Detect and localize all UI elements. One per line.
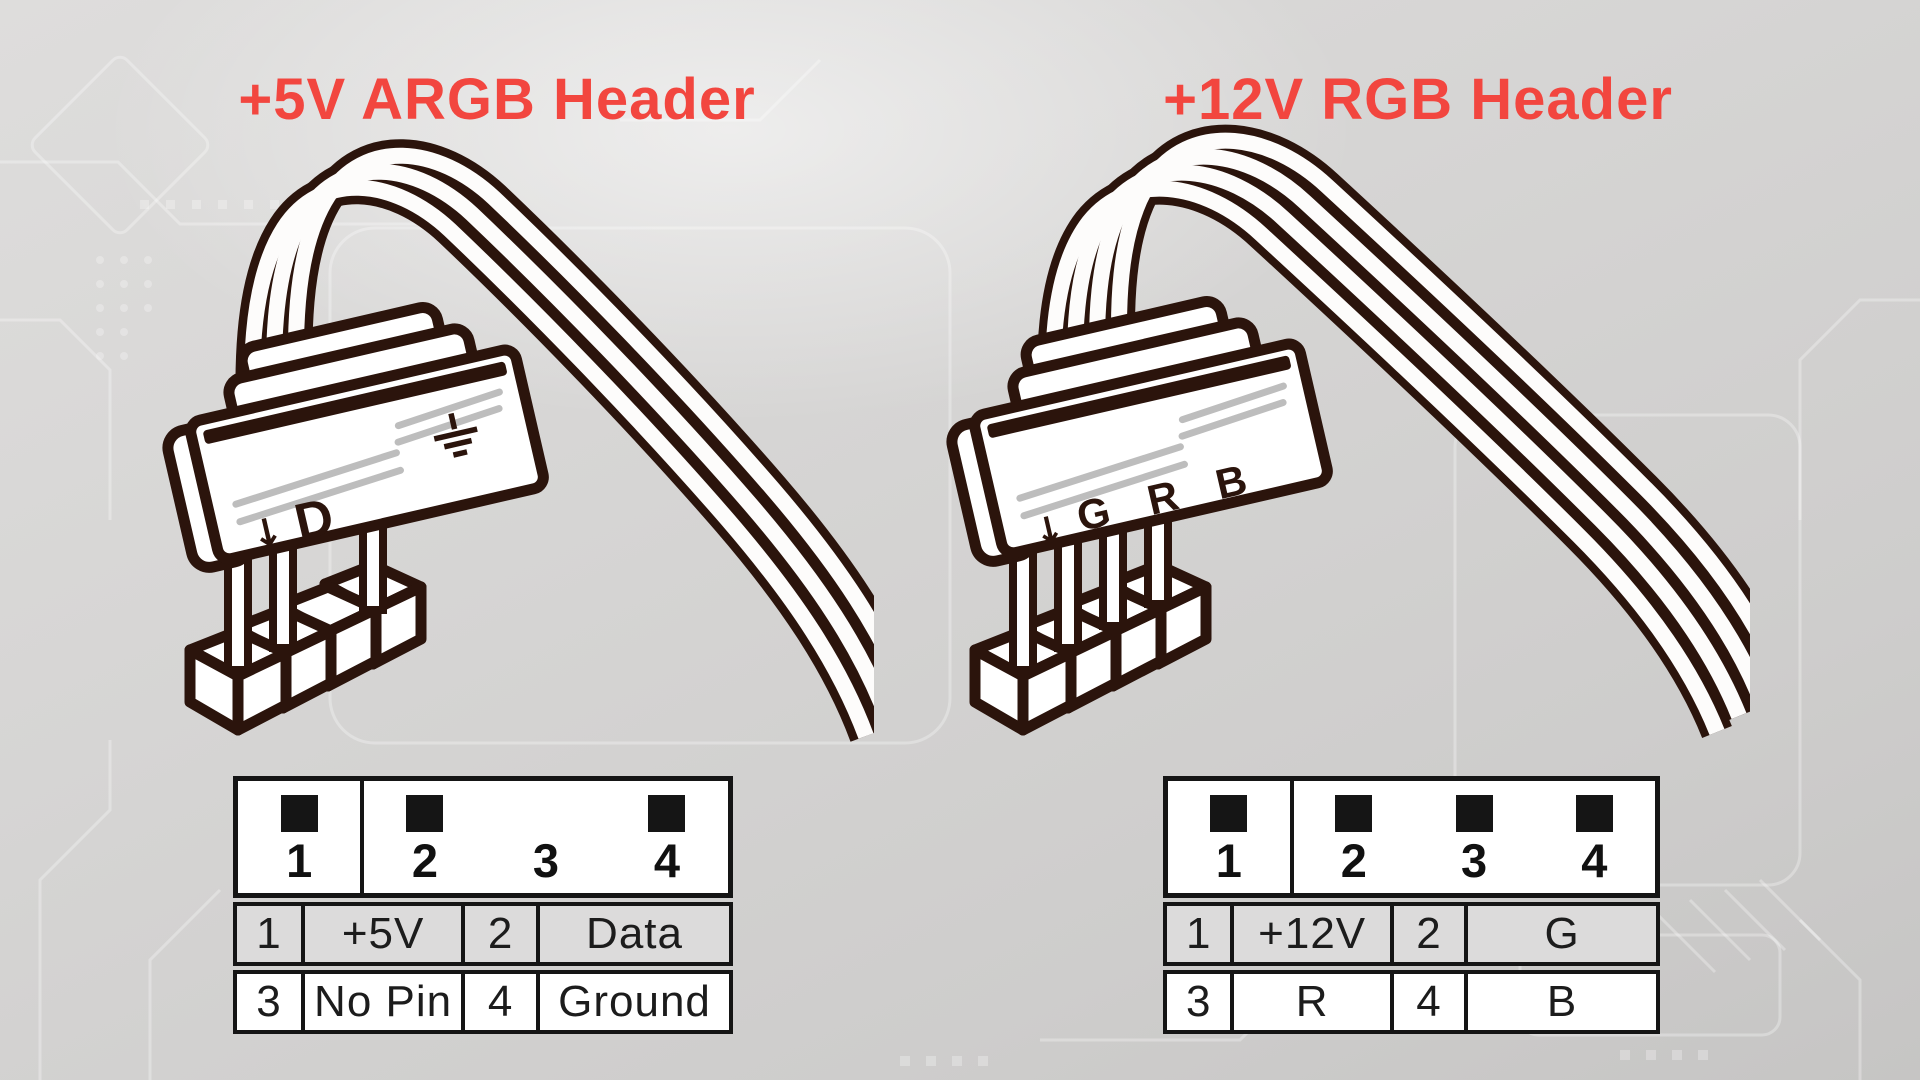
argb-cable [235,139,874,742]
pin-present-square [406,794,444,832]
pin-function-cell: +5V [304,906,466,962]
pin-function-cell: +12V [1234,906,1394,962]
pin-table-row: 1 +12V 2 G [1163,902,1660,966]
rgb-cable [1037,124,1750,738]
pin-position-2: 2 [364,781,485,893]
pin-present-square [1455,794,1493,832]
plug-top-band [203,361,507,444]
pin-position-2: 2 [1294,781,1414,893]
plug-face-stripes [1016,382,1287,520]
rgb-pin-diagram: 1 2 3 4 [1163,776,1660,898]
pin-number: 1 [286,833,313,887]
pin-id-cell: 2 [1393,906,1469,962]
argb-pinout-table: 1 2 3 4 1 +5V 2 Data 3 No Pin 4 [233,776,733,1034]
pin-table-row: 3 No Pin 4 Ground [233,970,733,1034]
pin-position-1: 1 [1168,781,1294,893]
pin-table-row: 3 R 4 B [1163,970,1660,1034]
pin-function-cell: R [1234,974,1394,1030]
pin-function-cell: B [1546,977,1578,1026]
argb-plug-body: ↓ D [162,302,549,573]
pin-function-cell: G [1468,906,1656,962]
pin-position-3: 3 [485,781,606,893]
pin-position-4: 4 [1534,781,1654,893]
pin-id-cell: 3 [237,974,305,1030]
pin-id-cell: 4 [465,974,541,1030]
pin-position-4: 4 [606,781,727,893]
pin-number: 1 [1215,833,1242,887]
argb-connector-illustration: ↓ D [162,139,874,742]
pin-function-cell: No Pin [305,974,466,1030]
pin-number: 3 [1460,833,1488,887]
plug-top-band [987,355,1291,438]
rgb-pinout-table: 1 2 3 4 1 +12V 2 G 3 R 4 B [1163,776,1660,1034]
pin-present-square [280,794,318,832]
plug-face-stripes [232,388,503,526]
ground-symbol-icon [433,412,478,458]
pin-id-cell: 3 [1167,974,1235,1030]
pin-position-3: 3 [1414,781,1534,893]
rgb-plug-body: ↓ G R B [946,296,1333,567]
pin-number: 4 [1581,833,1608,887]
pin-present-square [1575,794,1613,832]
pin-table-row: 1 +5V 2 Data [233,902,733,966]
argb-header-title: +5V ARGB Header [238,67,756,132]
pin-present-square [1210,794,1248,832]
pin-number: 4 [653,833,681,887]
rgb-header-title: +12V RGB Header [1163,67,1673,132]
pin-number: 3 [532,833,559,887]
rgb-connector-illustration: ↓ G R B [946,124,1750,738]
pin-id-cell: 1 [237,906,305,962]
pin-function-cell: Ground [558,977,711,1026]
argb-pins [224,514,387,674]
pin-id-cell: 2 [465,906,541,962]
pin-id-cell: 1 [1167,906,1235,962]
pin-function-cell: Data [540,906,729,962]
pin-present-square [1335,794,1373,832]
pin-number: 2 [411,833,438,887]
pin-position-1: 1 [238,781,365,893]
argb-pin-diagram: 1 2 3 4 [233,776,733,898]
pin-id-cell: 4 [1394,974,1469,1030]
pin-number: 2 [1340,833,1367,887]
pin-present-square [648,794,686,832]
